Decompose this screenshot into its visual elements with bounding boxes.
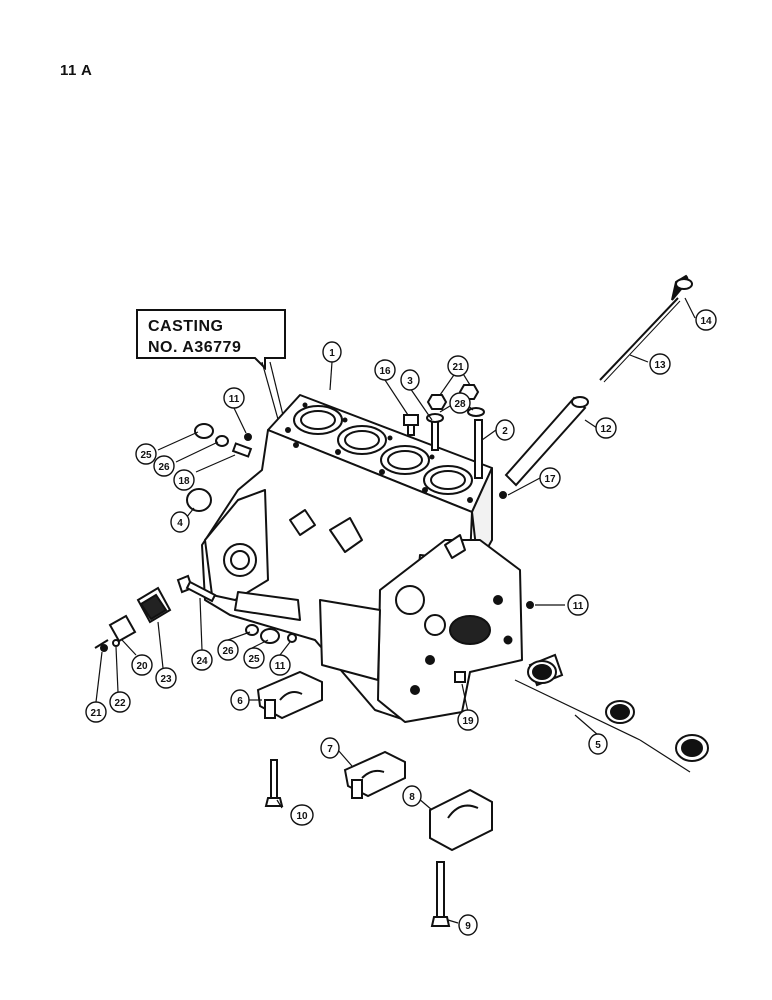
svg-text:20: 20 bbox=[136, 661, 148, 672]
bearing-cap-center bbox=[343, 750, 406, 799]
callout-6: 6 bbox=[230, 689, 250, 711]
left-side-fittings bbox=[186, 423, 280, 644]
callout-12: 12 bbox=[595, 417, 617, 439]
svg-text:13: 13 bbox=[654, 360, 666, 371]
svg-text:22: 22 bbox=[114, 698, 126, 709]
svg-text:7: 7 bbox=[327, 744, 333, 755]
callout-2: 2 bbox=[495, 419, 515, 441]
callout-10: 10 bbox=[290, 804, 314, 826]
callout-22: 22 bbox=[109, 691, 131, 713]
svg-text:26: 26 bbox=[222, 646, 234, 657]
svg-text:5: 5 bbox=[595, 740, 601, 751]
studs-and-plugs bbox=[244, 384, 534, 683]
svg-text:18: 18 bbox=[178, 476, 190, 487]
dipstick-tube bbox=[504, 396, 589, 487]
casting-label-line2: NO. A36779 bbox=[148, 339, 241, 356]
casting-number-box: CASTING NO. A36779 bbox=[136, 309, 293, 456]
callout-11-right: 11 bbox=[567, 594, 589, 616]
svg-text:24: 24 bbox=[196, 656, 208, 667]
svg-text:16: 16 bbox=[379, 366, 391, 377]
callout-21-top: 21 bbox=[447, 355, 469, 377]
deck-bolt-holes bbox=[285, 402, 473, 503]
callout-9: 9 bbox=[458, 914, 478, 936]
svg-text:9: 9 bbox=[465, 921, 471, 932]
callout-5: 5 bbox=[588, 733, 608, 755]
callout-26-lower: 26 bbox=[217, 639, 239, 661]
callout-21-left: 21 bbox=[85, 701, 107, 723]
svg-text:21: 21 bbox=[452, 362, 464, 373]
svg-text:19: 19 bbox=[462, 716, 474, 727]
cover-plate-assembly bbox=[94, 586, 172, 652]
callout-25-top: 25 bbox=[135, 443, 157, 465]
callout-11-top: 11 bbox=[223, 387, 245, 409]
long-bolt bbox=[176, 574, 217, 603]
svg-text:25: 25 bbox=[140, 450, 152, 461]
svg-text:28: 28 bbox=[454, 399, 466, 410]
svg-text:14: 14 bbox=[700, 316, 712, 327]
callout-bubbles: 1 2 3 4 5 6 7 8 9 10 11 11 11 12 13 14 1… bbox=[85, 309, 717, 936]
svg-text:10: 10 bbox=[296, 811, 308, 822]
callout-23: 23 bbox=[155, 667, 177, 689]
casting-label-line1: CASTING bbox=[148, 318, 224, 335]
camshaft-bushings bbox=[514, 653, 709, 773]
callout-18: 18 bbox=[173, 469, 195, 491]
page-label: 11 A bbox=[60, 62, 93, 79]
callout-17: 17 bbox=[539, 467, 561, 489]
svg-text:11: 11 bbox=[229, 394, 240, 405]
callout-28: 28 bbox=[449, 392, 471, 414]
callout-7: 7 bbox=[320, 737, 340, 759]
svg-text:6: 6 bbox=[237, 696, 243, 707]
cylinder-bores bbox=[293, 405, 473, 495]
callout-14: 14 bbox=[695, 309, 717, 331]
svg-text:17: 17 bbox=[544, 474, 556, 485]
svg-text:3: 3 bbox=[407, 376, 413, 387]
callout-19: 19 bbox=[457, 709, 479, 731]
callout-8: 8 bbox=[402, 785, 422, 807]
callout-16: 16 bbox=[374, 359, 396, 381]
bearing-cap-front bbox=[256, 670, 323, 720]
callout-13: 13 bbox=[649, 353, 671, 375]
callout-1: 1 bbox=[322, 341, 342, 363]
svg-text:11: 11 bbox=[275, 661, 286, 672]
svg-text:25: 25 bbox=[248, 654, 260, 665]
svg-text:21: 21 bbox=[90, 708, 102, 719]
svg-text:23: 23 bbox=[160, 674, 172, 685]
svg-text:26: 26 bbox=[158, 462, 170, 473]
callout-24: 24 bbox=[191, 649, 213, 671]
callout-4: 4 bbox=[170, 511, 190, 533]
svg-text:2: 2 bbox=[502, 426, 508, 437]
callout-26-top: 26 bbox=[153, 455, 175, 477]
svg-text:12: 12 bbox=[600, 424, 612, 435]
bearing-cap-rear bbox=[429, 788, 493, 852]
oil-dipstick bbox=[599, 274, 693, 383]
svg-text:1: 1 bbox=[329, 348, 335, 359]
callout-20: 20 bbox=[131, 654, 153, 676]
callout-11-lower: 11 bbox=[269, 654, 291, 676]
svg-text:8: 8 bbox=[409, 792, 415, 803]
cap-bolts bbox=[264, 759, 451, 927]
callout-3: 3 bbox=[400, 369, 420, 391]
callout-25-lower: 25 bbox=[243, 647, 265, 669]
svg-text:11: 11 bbox=[573, 601, 584, 612]
svg-text:4: 4 bbox=[177, 518, 183, 529]
